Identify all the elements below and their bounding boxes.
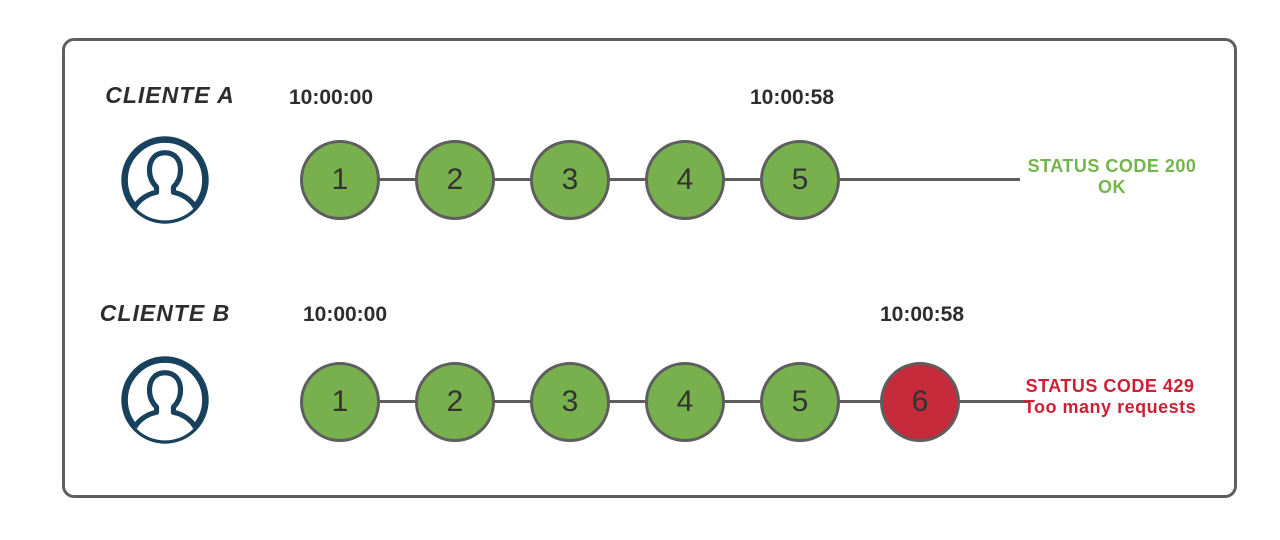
row-a-start-time: 10:00:00	[288, 86, 374, 109]
request-circle-4: 4	[645, 362, 725, 442]
client-a-label: CLIENTE A	[105, 82, 235, 108]
row-b-end-time: 10:00:58	[879, 303, 965, 326]
status-code-text: STATUS CODE 200	[1027, 156, 1197, 176]
status-code-text: STATUS CODE 429	[1025, 376, 1195, 396]
request-circle-3: 3	[530, 140, 610, 220]
diagram-frame	[62, 38, 1237, 498]
request-circle-2: 2	[415, 140, 495, 220]
row-b-status: STATUS CODE 429 Too many requests	[1005, 376, 1215, 418]
request-circle-1: 1	[300, 362, 380, 442]
user-icon	[121, 356, 209, 444]
request-circle-1: 1	[300, 140, 380, 220]
client-b-label: CLIENTE B	[99, 300, 231, 326]
request-circle-6: 6	[880, 362, 960, 442]
request-circle-2: 2	[415, 362, 495, 442]
status-detail-text: Too many requests	[1023, 397, 1197, 417]
user-icon	[121, 136, 209, 224]
row-a-end-time: 10:00:58	[749, 86, 835, 109]
request-circle-4: 4	[645, 140, 725, 220]
request-circle-3: 3	[530, 362, 610, 442]
row-a-status: STATUS CODE 200 OK	[1007, 156, 1217, 198]
row-b-start-time: 10:00:00	[302, 303, 388, 326]
request-circle-5: 5	[760, 362, 840, 442]
status-detail-text: OK	[1098, 177, 1126, 197]
request-circle-5: 5	[760, 140, 840, 220]
